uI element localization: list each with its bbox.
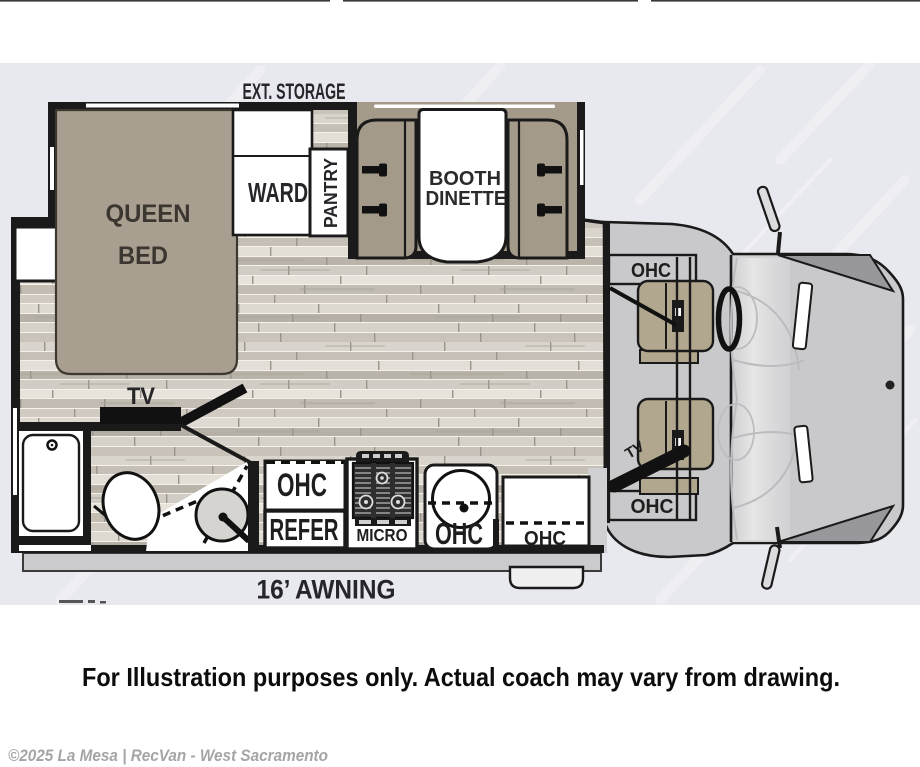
- svg-text:16’ AWNING: 16’ AWNING: [257, 575, 396, 605]
- svg-text:BED: BED: [118, 242, 168, 270]
- svg-text:OHC: OHC: [435, 516, 483, 551]
- svg-text:For Illustration purposes only: For Illustration purposes only. Actual c…: [82, 662, 840, 692]
- svg-text:WARD: WARD: [248, 177, 308, 208]
- svg-text:PANTRY: PANTRY: [321, 158, 341, 228]
- svg-text:OHC: OHC: [631, 260, 671, 282]
- svg-text:OHC: OHC: [631, 496, 674, 518]
- svg-text:TV: TV: [127, 383, 155, 410]
- svg-text:©2025 La Mesa | RecVan - West: ©2025 La Mesa | RecVan - West Sacramento: [8, 747, 328, 765]
- svg-text:DINETTE: DINETTE: [426, 188, 507, 210]
- svg-text:REFER: REFER: [270, 512, 339, 547]
- svg-text:EXT. STORAGE: EXT. STORAGE: [243, 79, 346, 104]
- svg-text:BOOTH: BOOTH: [429, 168, 501, 190]
- svg-text:MICRO: MICRO: [357, 525, 408, 545]
- svg-text:QUEEN: QUEEN: [106, 200, 191, 228]
- svg-text:OHC: OHC: [524, 527, 566, 550]
- svg-text:OHC: OHC: [277, 467, 327, 503]
